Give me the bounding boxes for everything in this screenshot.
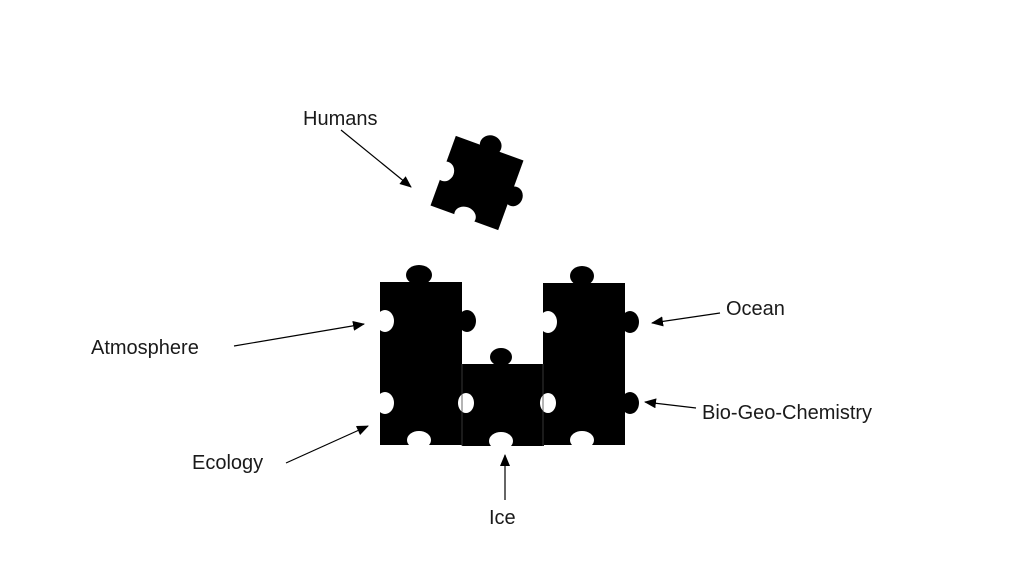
arrow-ocean — [651, 312, 721, 327]
puzzle-piece-ecology — [376, 347, 462, 449]
puzzle-piece-ocean — [539, 266, 639, 365]
arrow-ecology — [285, 425, 369, 464]
label-humans: Humans — [303, 108, 377, 130]
label-atmosphere: Atmosphere — [91, 337, 199, 359]
arrow-bio-geo-chemistry — [644, 398, 697, 409]
puzzle-piece-bio-geo-chemistry — [540, 363, 639, 449]
label-ecology: Ecology — [192, 452, 263, 474]
label-ocean: Ocean — [726, 298, 785, 320]
arrow-humans — [340, 129, 412, 188]
label-bio-geo-chemistry: Bio-Geo-Chemistry — [702, 402, 872, 424]
label-ice: Ice — [489, 507, 516, 529]
puzzle-piece-humans — [430, 135, 524, 231]
puzzle-piece-ice — [458, 348, 544, 450]
arrow-atmosphere — [233, 320, 365, 347]
